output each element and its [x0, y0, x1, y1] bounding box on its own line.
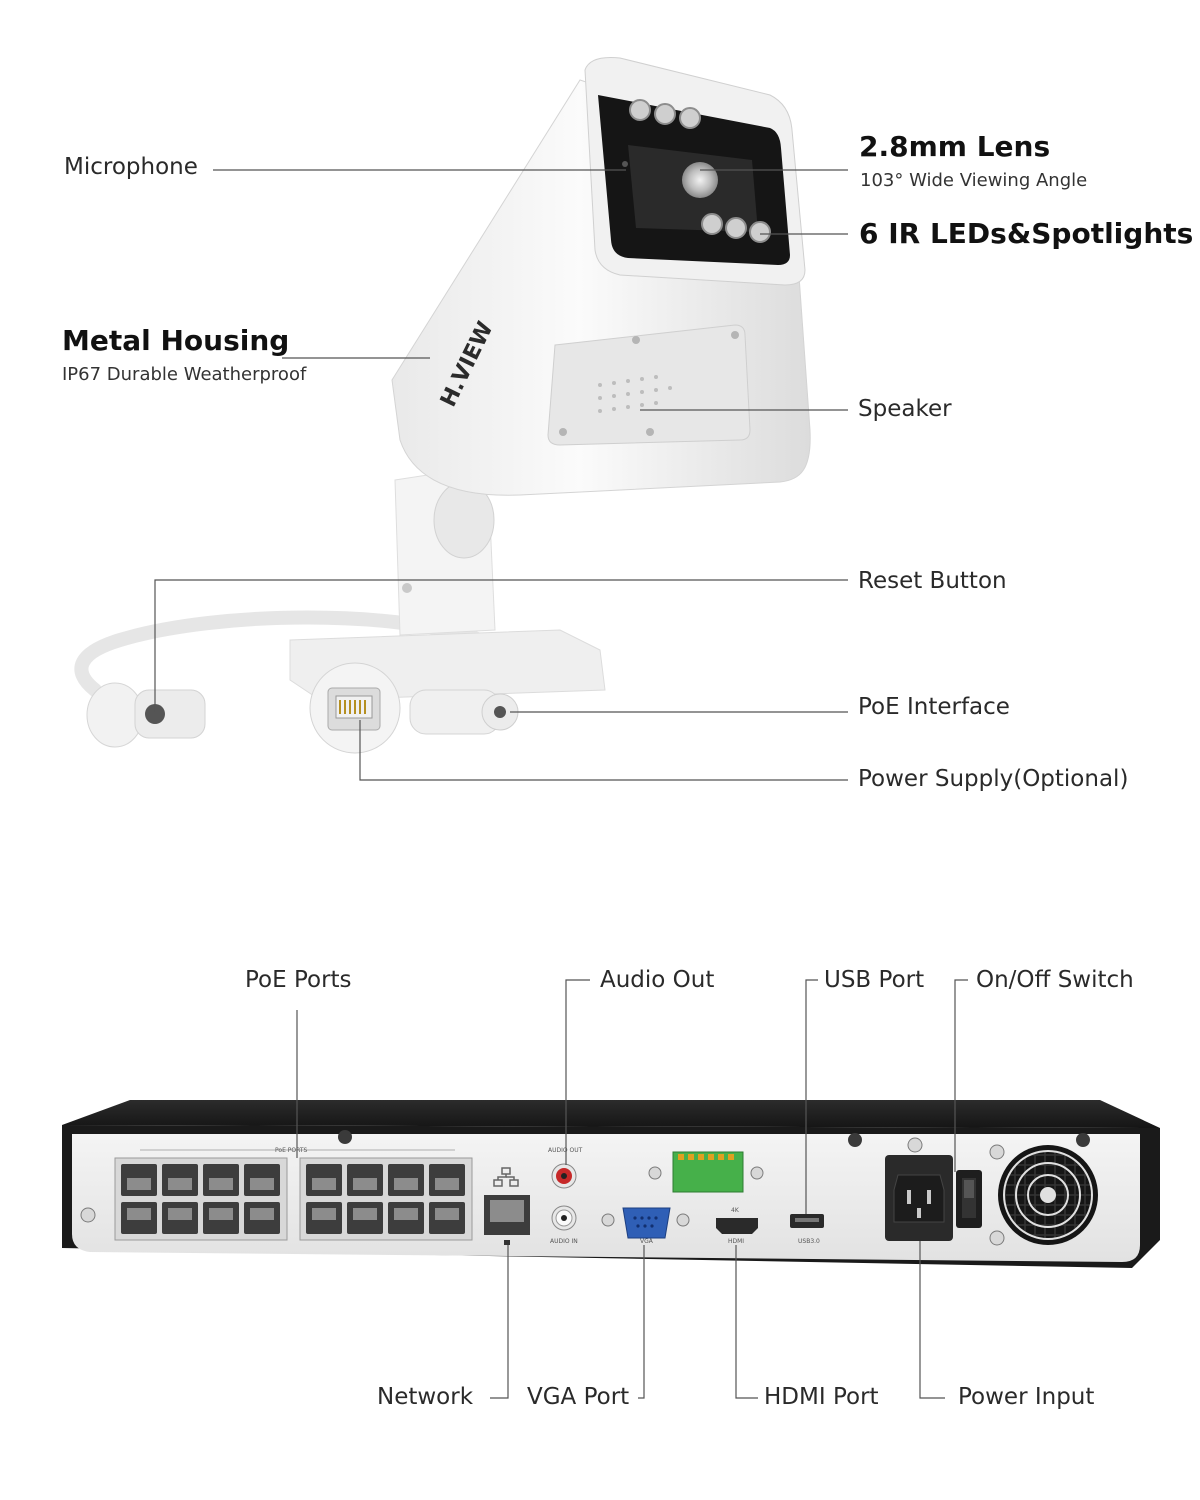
- housing-subtitle: IP67 Durable Weatherproof: [62, 364, 307, 385]
- camera-leader-lines: [154, 169, 848, 781]
- poe-interface-label: PoE Interface: [858, 694, 1010, 720]
- vga-panel-label: VGA: [640, 1238, 654, 1245]
- speaker-label: Speaker: [858, 396, 952, 422]
- lens-title: 2.8mm Lens: [859, 130, 1051, 163]
- power-input-label: Power Input: [958, 1384, 1095, 1410]
- poe-ports-label: PoE Ports: [245, 967, 352, 993]
- network-label: Network: [377, 1384, 474, 1410]
- vga-port-label: VGA Port: [527, 1384, 630, 1410]
- poe-port-block: [114, 1149, 473, 1241]
- housing-title: Metal Housing: [62, 324, 290, 357]
- audio-out-label: Audio Out: [600, 967, 715, 993]
- usb-panel-label: USB3.0: [798, 1238, 820, 1245]
- usb-port-label: USB Port: [824, 967, 925, 993]
- poe-ports-panel-label: PoE PORTS: [275, 1147, 308, 1154]
- hdmi-4k-panel-label: 4K: [731, 1207, 740, 1214]
- microphone-label: Microphone: [64, 154, 198, 180]
- hdmi-panel-label: HDMI: [728, 1238, 744, 1245]
- hdmi-port-label: HDMI Port: [764, 1384, 879, 1410]
- on-off-switch-label: On/Off Switch: [976, 967, 1134, 993]
- nvr-leader-lines: [296, 979, 968, 1399]
- audio-in-panel-label: AUDIO IN: [550, 1238, 578, 1245]
- ir-leds-title: 6 IR LEDs&Spotlights: [859, 217, 1194, 250]
- power-supply-label: Power Supply(Optional): [858, 766, 1129, 792]
- audio-out-panel-label: AUDIO OUT: [548, 1147, 583, 1154]
- camera-illustration: [74, 57, 811, 754]
- reset-button-label: Reset Button: [858, 568, 1007, 594]
- lens-subtitle: 103° Wide Viewing Angle: [860, 170, 1088, 191]
- nvr-illustration: [62, 1100, 1160, 1268]
